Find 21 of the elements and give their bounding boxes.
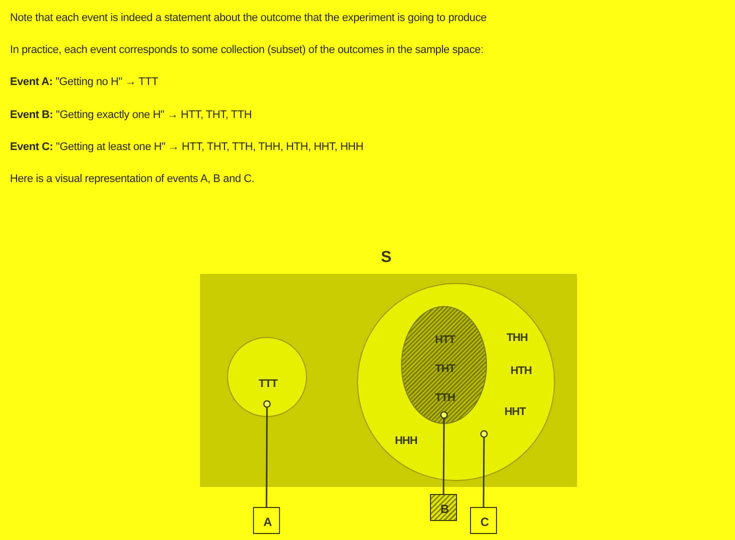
text-line: Here is a visual representation of events A, B and C. xyxy=(10,173,254,185)
outcome-label: HHT xyxy=(504,406,526,418)
event-tag xyxy=(253,507,280,534)
outcome-label: TTT xyxy=(258,378,278,390)
tag-letter: B xyxy=(440,502,449,516)
tag-letter: A xyxy=(263,515,272,529)
text-line: Event A: "Getting no H" → TTT xyxy=(10,76,158,88)
tag-letter: C xyxy=(480,515,489,529)
leader-line xyxy=(440,411,448,494)
outcome-label: THH xyxy=(506,332,528,344)
text-line: Note that each event is indeed a statement about the outcome that the experiment is going to produce xyxy=(10,12,487,24)
set-label: S xyxy=(380,249,392,267)
leader-line xyxy=(480,430,488,507)
outcome-label: HTH xyxy=(510,365,532,377)
text-line: Event B: "Getting exactly one H" → HTT, THT, TTH xyxy=(10,109,252,121)
event-tag xyxy=(470,507,497,534)
text-line: In practice, each event corresponds to some collection (subset) of the outcomes in the sample space: xyxy=(10,44,484,56)
leader-line xyxy=(263,400,271,507)
hatched-event-tag xyxy=(430,494,457,521)
text-line: Event C: "Getting at least one H" → HTT, THT, TTH, THH, HTH, HHT, HHH xyxy=(10,141,364,153)
outcome-label: HHH xyxy=(394,435,418,447)
